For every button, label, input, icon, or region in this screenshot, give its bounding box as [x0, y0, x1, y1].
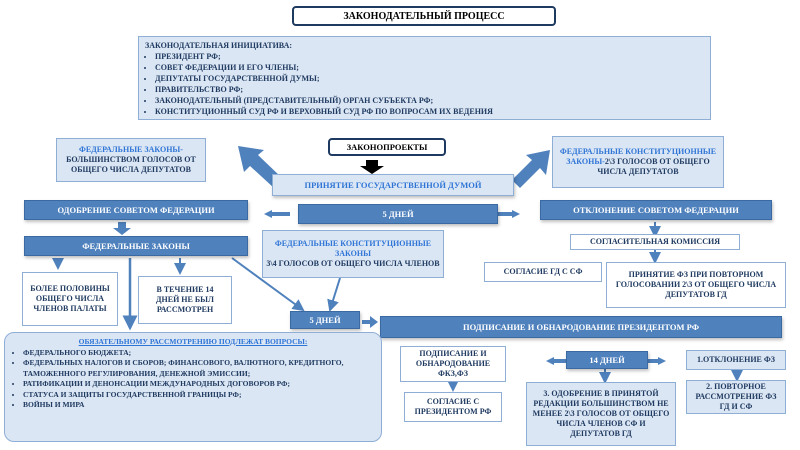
const-laws-two-thirds-l3: 2\3 ГОЛОСОВ ОТ ОБЩЕГО ЧИСЛА ДЕПУТАТОВ [597, 157, 710, 176]
mandatory-item: ФЕДЕРАЛЬНОГО БЮДЖЕТА; [23, 348, 373, 359]
const-laws-two-thirds-l2l3: ЗАКОНЫ-2\3 ГОЛОСОВ ОТ ОБЩЕГО ЧИСЛА ДЕПУТ… [553, 157, 723, 177]
repeat-review-box: 2. ПОВТОРНОЕ РАССМОТРЕНИЕ ФЗ ГД И СФ [686, 380, 786, 414]
sign-fkz-box: ПОДПИСАНИЕ И ОБНАРОДОВАНИЕ ФКЗ,ФЗ [400, 346, 506, 382]
gd-sf-agreement-label: СОГЛАСИЕ ГД С СФ [503, 267, 583, 276]
fc-rejection-label: ОТКЛОНЕНИЕ СОВЕТОМ ФЕДЕРАЦИИ [573, 205, 739, 215]
const-laws-three-quarters-l1: ФЕДЕРАЛЬНЫЕ КОНСТИТУЦИОННЫЕ ЗАКОНЫ [274, 239, 432, 258]
bills-label: ЗАКОНОПРОЕКТЫ [346, 142, 428, 152]
duma-adoption-label: ПРИНЯТИЕ ГОСУДАРСТВЕННОЙ ДУМОЙ [304, 180, 482, 190]
fc-approval-label: ОДОБРЕНИЕ СОВЕТОМ ФЕДЕРАЦИИ [57, 205, 215, 215]
page-title: ЗАКОНОДАТЕЛЬНЫЙ ПРОЦЕСС [292, 6, 556, 26]
gd-sf-agreement-box: СОГЛАСИЕ ГД С СФ [484, 262, 602, 282]
reconsideration-label: ПРИНЯТИЕ ФЗ ПРИ ПОВТОРНОМ ГОЛОСОВАНИИ 2\… [615, 270, 777, 299]
fc-rejection-box: ОТКЛОНЕНИЕ СОВЕТОМ ФЕДЕРАЦИИ [540, 200, 772, 220]
more-than-half-label: БОЛЕЕ ПОЛОВИНЫ ОБЩЕГО ЧИСЛА ЧЛЕНОВ ПАЛАТ… [30, 284, 110, 313]
initiative-heading: ЗАКОНОДАТЕЛЬНАЯ ИНИЦИАТИВА: [145, 41, 293, 50]
mandatory-item: ФЕДЕРАЛЬНЫХ НАЛОГОВ И СБОРОВ; ФИНАНСОВОГ… [23, 358, 373, 379]
page-title-text: ЗАКОНОДАТЕЛЬНЫЙ ПРОЦЕСС [343, 10, 505, 22]
reconsideration-box: ПРИНЯТИЕ ФЗ ПРИ ПОВТОРНОМ ГОЛОСОВАНИИ 2\… [606, 262, 786, 308]
fed-laws-majority-l2: БОЛЬШИНСТВОМ ГОЛОСОВ ОТ ОБЩЕГО ЧИСЛА ДЕП… [66, 155, 196, 174]
fed-laws-label: ФЕДЕРАЛЬНЫЕ ЗАКОНЫ [82, 241, 190, 251]
initiative-item: ПРЕЗИДЕНТ РФ; [155, 51, 704, 62]
const-laws-two-thirds-l1: ФЕДЕРАЛЬНЫЕ КОНСТИТУЦИОННЫЕ [559, 147, 717, 156]
repeat-review-label: 2. ПОВТОРНОЕ РАССМОТРЕНИЕ ФЗ ГД И СФ [695, 382, 777, 411]
initiative-item: ДЕПУТАТЫ ГОСУДАРСТВЕННОЙ ДУМЫ; [155, 73, 704, 84]
president-agreement-label: СОГЛАСИЕ С ПРЕЗИДЕНТОМ РФ [414, 397, 492, 416]
duma-adoption-box: ПРИНЯТИЕ ГОСУДАРСТВЕННОЙ ДУМОЙ [272, 174, 514, 196]
arrow-bills-down [360, 160, 384, 174]
five-days-bottom-label: 5 ДНЕЙ [309, 315, 341, 325]
fed-laws-majority-l1: ФЕДЕРАЛЬНЫЕ ЗАКОНЫ- [79, 145, 183, 154]
five-days-top-label: 5 ДНЕЙ [382, 209, 414, 219]
fourteen-days-not-reviewed-label: В ТЕЧЕНИЕ 14 ДНЕЙ НЕ БЫЛ РАССМОТРЕН [156, 285, 214, 314]
fourteen-days-label: 14 ДНЕЙ [589, 355, 625, 365]
mandatory-item: ВОЙНЫ И МИРА [23, 400, 373, 411]
initiative-item: СОВЕТ ФЕДЕРАЦИИ И ЕГО ЧЛЕНЫ; [155, 62, 704, 73]
arrow-to-president [362, 316, 378, 328]
arrow-14-right [646, 357, 666, 365]
mandatory-item: РАТИФИКАЦИИ И ДЕНОНСАЦИИ МЕЖДУНАРОДНЫХ Д… [23, 379, 373, 390]
bills-box: ЗАКОНОПРОЕКТЫ [328, 138, 446, 156]
mandatory-heading: ОБЯЗАТЕЛЬНОМУ РАССМОТРЕНИЮ ПОДЛЕЖАТ ВОПР… [78, 337, 308, 346]
arrow-14-left [546, 357, 566, 365]
arrow-5days-left [264, 210, 290, 218]
const-laws-two-thirds-box: ФЕДЕРАЛЬНЫЕ КОНСТИТУЦИОННЫЕ ЗАКОНЫ-2\3 Г… [552, 136, 724, 188]
sign-fkz-label: ПОДПИСАНИЕ И ОБНАРОДОВАНИЕ ФКЗ,ФЗ [415, 349, 491, 378]
conciliation-box: СОГЛАСИТЕЛЬНАЯ КОМИССИЯ [570, 234, 740, 250]
initiative-box: ЗАКОНОДАТЕЛЬНАЯ ИНИЦИАТИВА: ПРЕЗИДЕНТ РФ… [138, 36, 711, 120]
fourteen-days-box: 14 ДНЕЙ [566, 351, 648, 369]
rejection-fz-box: 1.ОТКЛОНЕНИЕ ФЗ [686, 350, 786, 370]
mandatory-list: ФЕДЕРАЛЬНОГО БЮДЖЕТА; ФЕДЕРАЛЬНЫХ НАЛОГО… [13, 348, 373, 411]
fed-laws-majority-box: ФЕДЕРАЛЬНЫЕ ЗАКОНЫ- БОЛЬШИНСТВОМ ГОЛОСОВ… [56, 138, 206, 182]
initiative-item: ЗАКОНОДАТЕЛЬНЫЙ (ПРЕДСТАВИТЕЛЬНЫЙ) ОРГАН… [155, 95, 704, 106]
rejection-fz-label: 1.ОТКЛОНЕНИЕ ФЗ [697, 355, 775, 364]
const-laws-two-thirds-l2: ЗАКОНЫ- [566, 157, 605, 166]
approval-edited-label: 3. ОДОБРЕНИЕ В ПРИНЯТОЙ РЕДАКЦИИ БОЛЬШИН… [532, 389, 670, 438]
initiative-item: ПРАВИТЕЛЬСТВО РФ; [155, 84, 704, 95]
fourteen-days-not-reviewed-box: В ТЕЧЕНИЕ 14 ДНЕЙ НЕ БЫЛ РАССМОТРЕН [138, 276, 232, 324]
arrow-5days-right [498, 210, 520, 218]
conciliation-label: СОГЛАСИТЕЛЬНАЯ КОМИССИЯ [590, 237, 720, 246]
president-agreement-box: СОГЛАСИЕ С ПРЕЗИДЕНТОМ РФ [404, 392, 502, 422]
fed-laws-box: ФЕДЕРАЛЬНЫЕ ЗАКОНЫ [24, 236, 248, 256]
president-sign-label: ПОДПИСАНИЕ И ОБНАРОДОВАНИЕ ПРЕЗИДЕНТОМ Р… [462, 322, 699, 332]
approval-edited-box: 3. ОДОБРЕНИЕ В ПРИНЯТОЙ РЕДАКЦИИ БОЛЬШИН… [526, 382, 676, 446]
const-laws-three-quarters-box: ФЕДЕРАЛЬНЫЕ КОНСТИТУЦИОННЫЕ ЗАКОНЫ 3\4 Г… [262, 230, 444, 278]
five-days-top-box: 5 ДНЕЙ [298, 204, 498, 224]
initiative-item: КОНСТИТУЦИОННЫЙ СУД РФ И ВЕРХОВНЫЙ СУД Р… [155, 106, 704, 117]
initiative-list: ПРЕЗИДЕНТ РФ; СОВЕТ ФЕДЕРАЦИИ И ЕГО ЧЛЕН… [145, 51, 704, 117]
five-days-bottom-box: 5 ДНЕЙ [290, 311, 360, 329]
const-laws-three-quarters-l2: 3\4 ГОЛОСОВ ОТ ОБЩЕГО ЧИСЛА ЧЛЕНОВ [266, 259, 440, 268]
more-than-half-box: БОЛЕЕ ПОЛОВИНЫ ОБЩЕГО ЧИСЛА ЧЛЕНОВ ПАЛАТ… [22, 272, 118, 326]
president-sign-box: ПОДПИСАНИЕ И ОБНАРОДОВАНИЕ ПРЕЗИДЕНТОМ Р… [380, 316, 782, 338]
arrow-approval-down [113, 222, 131, 235]
fc-approval-box: ОДОБРЕНИЕ СОВЕТОМ ФЕДЕРАЦИИ [24, 200, 248, 220]
mandatory-item: СТАТУСА И ЗАЩИТЫ ГОСУДАРСТВЕННОЙ ГРАНИЦЫ… [23, 390, 373, 401]
arrow-right-up [512, 150, 550, 188]
mandatory-box: ОБЯЗАТЕЛЬНОМУ РАССМОТРЕНИЮ ПОДЛЕЖАТ ВОПР… [4, 332, 382, 442]
